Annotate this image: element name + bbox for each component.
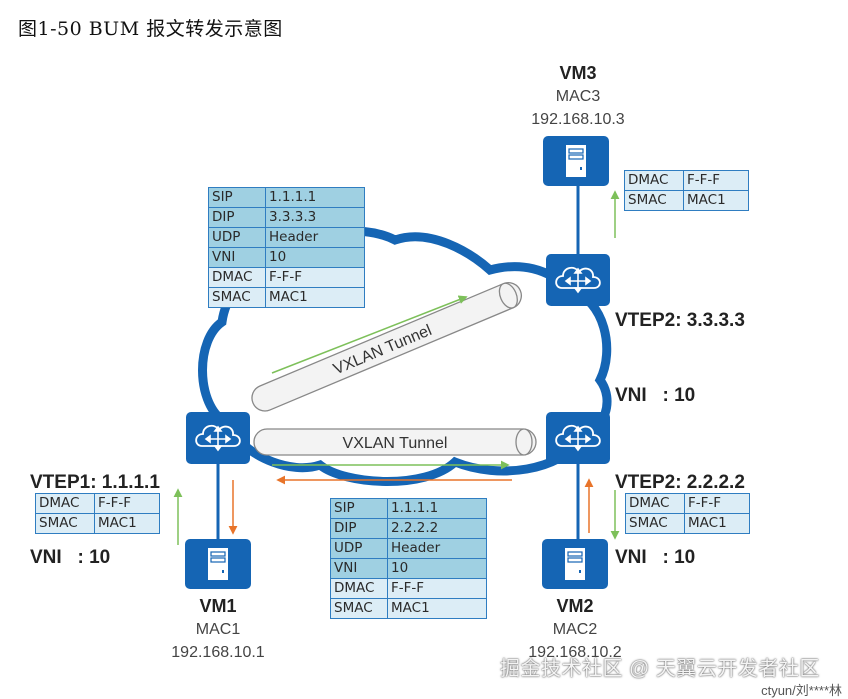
watermark: 掘金技术社区 @ 天翼云开发者社区 (500, 658, 820, 680)
vtep-address: VTEP1: 1.1.1.1 (30, 472, 160, 493)
arrow-green-diagonal (271, 295, 468, 374)
vm3-label: VM3 MAC3 192.168.10.3 (518, 62, 638, 131)
vm-ip: 192.168.10.3 (531, 111, 625, 128)
frame-field: SMAC (330, 598, 388, 619)
vm2-label: VM2 MAC2 192.168.10.2 (515, 595, 635, 664)
frame-value: F-F-F (265, 267, 365, 288)
vtep2-bottom-device (546, 412, 610, 464)
vtep-vni: VNI : 10 (615, 385, 696, 406)
frame-value: F-F-F (683, 170, 749, 191)
author-credit: ctyun/刘****林 (761, 683, 842, 698)
frame-value: MAC1 (684, 513, 750, 534)
frame-field: SIP (330, 498, 388, 519)
server-icon (565, 144, 587, 178)
figure-title: 图1-50 BUM 报文转发示意图 (18, 18, 283, 40)
frame-field: SMAC (35, 513, 95, 534)
frame-field: SMAC (208, 287, 266, 308)
frame-field: DIP (330, 518, 388, 539)
vtep2-top-device (546, 254, 610, 306)
vm-ip: 192.168.10.2 (528, 644, 622, 661)
frame-field: SIP (208, 187, 266, 208)
frame-value: F-F-F (684, 493, 750, 514)
frame-value: Header (265, 227, 365, 248)
vtep-vni: VNI : 10 (30, 547, 111, 568)
frame-field: DMAC (208, 267, 266, 288)
vm3-device (543, 136, 609, 186)
frame-value: MAC1 (387, 598, 487, 619)
vtep-address: VTEP2: 3.3.3.3 (615, 310, 745, 331)
vm1-device (185, 539, 251, 589)
vm-name: VM2 (556, 596, 594, 616)
frame-value: 3.3.3.3 (265, 207, 365, 228)
frame-value: 10 (387, 558, 487, 579)
tunnel-label: VXLAN Tunnel (343, 435, 448, 452)
vm-name: VM1 (199, 596, 237, 616)
vm2-device (542, 539, 608, 589)
vm1-label: VM1 MAC1 192.168.10.1 (158, 595, 278, 664)
frame-field: DMAC (625, 493, 685, 514)
frame-value: MAC1 (683, 190, 749, 211)
frame-value: 1.1.1.1 (265, 187, 365, 208)
frame-value: 2.2.2.2 (387, 518, 487, 539)
frame-field: DIP (208, 207, 266, 228)
frame-value: MAC1 (265, 287, 365, 308)
frame-field: UDP (330, 538, 388, 559)
frame-field: DMAC (35, 493, 95, 514)
frame-field: DMAC (330, 578, 388, 599)
vxlan-tunnel-horizontal: VXLAN Tunnel (253, 428, 537, 456)
vtep1-label: VTEP1: 1.1.1.1 VNI : 10 (30, 420, 160, 595)
frame-value: 1.1.1.1 (387, 498, 487, 519)
server-icon (207, 547, 229, 581)
frame-field: SMAC (625, 513, 685, 534)
vm-ip: 192.168.10.1 (171, 644, 265, 661)
frame-value: Header (387, 538, 487, 559)
vm-name: VM3 (559, 63, 597, 83)
frame-field: SMAC (624, 190, 684, 211)
vtep-address: VTEP2: 2.2.2.2 (615, 472, 745, 493)
frame-field: DMAC (624, 170, 684, 191)
server-icon (564, 547, 586, 581)
vm-mac: MAC2 (552, 621, 598, 638)
frame-value: F-F-F (387, 578, 487, 599)
frame-value: 10 (265, 247, 365, 268)
vm-mac: MAC1 (195, 621, 241, 638)
vtep-vni: VNI : 10 (615, 547, 696, 568)
vm-mac: MAC3 (555, 88, 601, 105)
frame-field: VNI (330, 558, 388, 579)
frame-value: MAC1 (94, 513, 160, 534)
frame-field: VNI (208, 247, 266, 268)
vtep2-bottom-label: VTEP2: 2.2.2.2 VNI : 10 (615, 420, 745, 595)
frame-value: F-F-F (94, 493, 160, 514)
vtep1-device (186, 412, 250, 464)
frame-field: UDP (208, 227, 266, 248)
vtep2-top-label: VTEP2: 3.3.3.3 VNI : 10 (615, 258, 745, 433)
